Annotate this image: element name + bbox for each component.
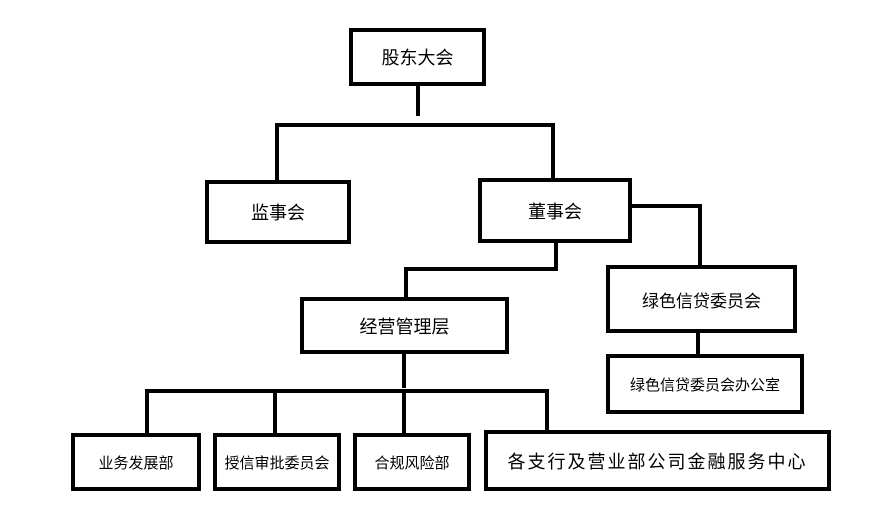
shareholders-meeting-box: 股东大会	[349, 28, 486, 86]
green-credit-committee-office-box: 绿色信贷委员会办公室	[606, 354, 804, 414]
board-of-directors-label: 董事会	[528, 201, 582, 223]
senior-management-box: 经营管理层	[300, 297, 509, 354]
green-credit-committee-office-label: 绿色信贷委员会办公室	[629, 375, 780, 394]
department-label: 授信审批委员会	[224, 453, 330, 472]
department-label: 合规风险部	[374, 453, 450, 472]
credit-approval-committee-box: 授信审批委员会	[213, 433, 341, 491]
green-credit-committee-box: 绿色信贷委员会	[606, 265, 797, 333]
board-of-directors-box: 董事会	[478, 178, 632, 243]
green-credit-committee-label: 绿色信贷委员会	[642, 291, 761, 312]
supervisory-board-label: 监事会	[251, 203, 305, 224]
shareholders-meeting-label: 股东大会	[381, 48, 454, 69]
supervisory-board-box: 监事会	[205, 180, 351, 244]
business-development-dept-box: 业务发展部	[71, 433, 201, 491]
compliance-risk-dept-box: 合规风险部	[353, 433, 471, 491]
department-label: 各支行及营业部公司金融服务中心	[507, 451, 808, 473]
department-label: 业务发展部	[98, 453, 174, 472]
branches-corporate-finance-center-box: 各支行及营业部公司金融服务中心	[484, 430, 831, 491]
senior-management-label: 经营管理层	[359, 316, 450, 338]
